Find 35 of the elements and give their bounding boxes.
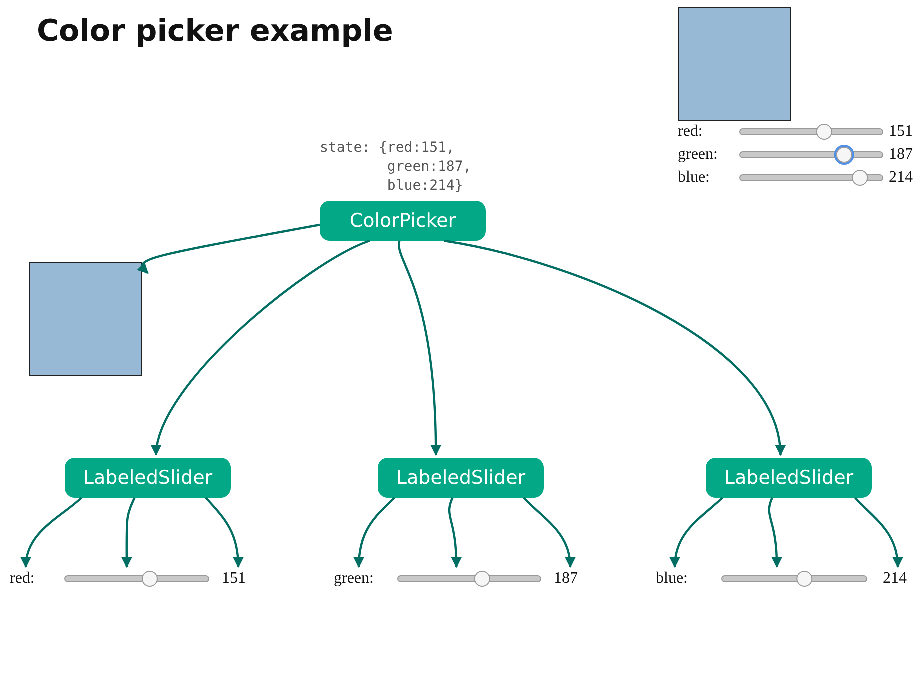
- arrow: [121, 498, 136, 568]
- arrow: [854, 497, 903, 568]
- component-box: LabeledSlider: [706, 458, 872, 498]
- component-box: ColorPicker: [320, 201, 486, 241]
- slider-control: [722, 570, 867, 588]
- state-annotation: state: {red:151, green:187, blue:214}: [320, 139, 473, 196]
- arrow: [21, 497, 82, 568]
- arrow: [137, 224, 320, 274]
- arrow: [205, 497, 244, 568]
- arrow: [398, 240, 442, 456]
- value-text: 187: [889, 146, 913, 164]
- slider-text: red:: [678, 123, 703, 141]
- arrow: [448, 498, 462, 568]
- slider-text: red:: [10, 570, 42, 588]
- slider-text: blue:: [678, 169, 710, 187]
- slider-text: 214: [883, 570, 913, 588]
- slider-control: [65, 570, 209, 588]
- slider-text: blue:: [656, 570, 694, 588]
- component-box: LabeledSlider: [378, 458, 544, 498]
- arrow: [444, 240, 785, 456]
- slider-text: green:: [334, 570, 384, 588]
- arrow: [670, 497, 724, 568]
- component-box: LabeledSlider: [65, 458, 231, 498]
- color-swatch: [29, 262, 142, 376]
- value-text: 214: [889, 169, 913, 187]
- slider-text: 187: [554, 570, 584, 588]
- arrow: [354, 497, 396, 568]
- slider-text: green:: [678, 146, 718, 164]
- arrow: [152, 240, 370, 456]
- slider-text: 151: [222, 570, 252, 588]
- title: Color picker example: [37, 14, 394, 49]
- arrow: [523, 497, 576, 568]
- value-text: 151: [889, 123, 913, 141]
- slider-control: [398, 570, 541, 588]
- arrow: [768, 498, 782, 568]
